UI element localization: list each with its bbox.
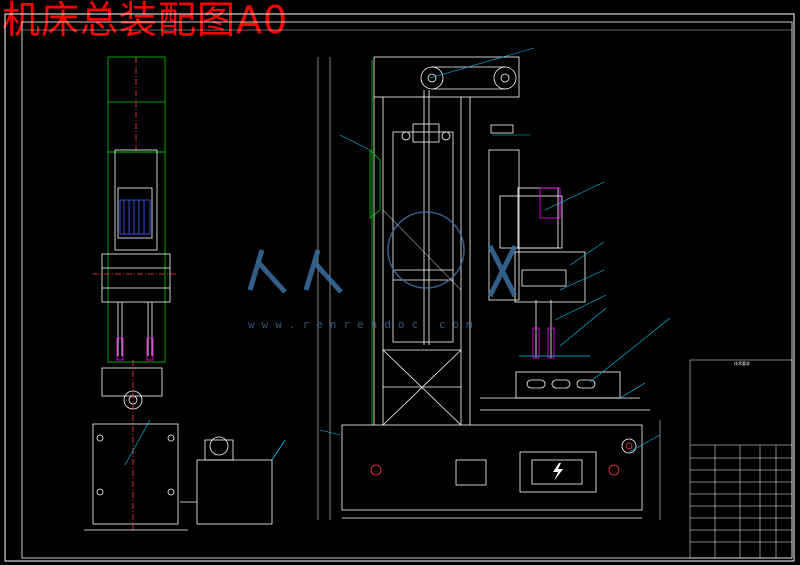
inner-frame <box>21 21 793 559</box>
side-view <box>84 56 286 531</box>
technical-notes: 技术要求 <box>692 360 792 367</box>
technical-notes-title: 技术要求 <box>734 361 750 366</box>
title-block <box>689 359 793 559</box>
leader-lines <box>124 47 671 466</box>
drawing-frame <box>4 13 795 562</box>
motor-icon <box>117 187 153 239</box>
watermark-logo <box>247 244 518 298</box>
watermark-url: www.renrendoc.com <box>248 318 480 331</box>
electric-warning-icon <box>553 463 563 481</box>
handwheel-icon <box>621 438 637 454</box>
front-view <box>317 56 661 520</box>
cross-bracing <box>382 209 462 426</box>
drawing-title: 机床总装配图A0 <box>2 0 289 42</box>
